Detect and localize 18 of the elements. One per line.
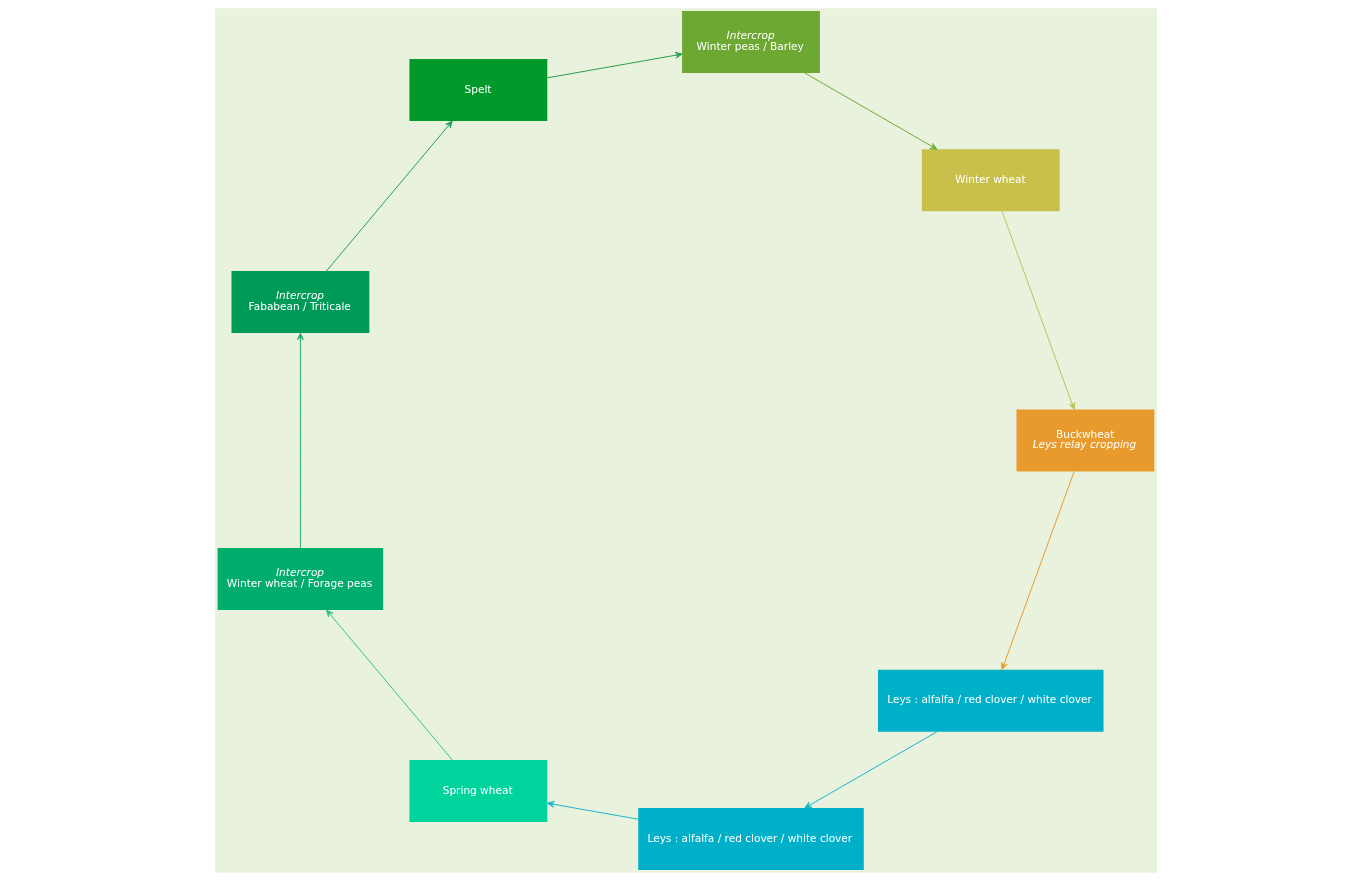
node-box: Spelt (409, 59, 548, 121)
arrow (546, 51, 683, 79)
node-box: Spring wheat (409, 760, 548, 822)
arrow (804, 72, 938, 150)
node-box: Intercrop Winter wheat / Forage peas (217, 547, 384, 610)
arrow (804, 731, 938, 809)
arrow (546, 800, 639, 820)
arrow (326, 609, 453, 761)
arrow (326, 120, 453, 272)
node-box: Intercrop Winter peas / Barley (682, 10, 820, 73)
arrow (296, 332, 304, 549)
arrow (1001, 471, 1075, 670)
node-box: Winter wheat (921, 149, 1060, 212)
arrow (1001, 210, 1076, 410)
node-box: Leys : alfalfa / red clover / white clover (638, 808, 864, 871)
node-box: Leys : alfalfa / red clover / white clover (877, 669, 1104, 732)
node-box: Buckwheat Leys relay cropping (1016, 409, 1155, 472)
node-box: Intercrop Fababean / Triticale (231, 271, 370, 334)
